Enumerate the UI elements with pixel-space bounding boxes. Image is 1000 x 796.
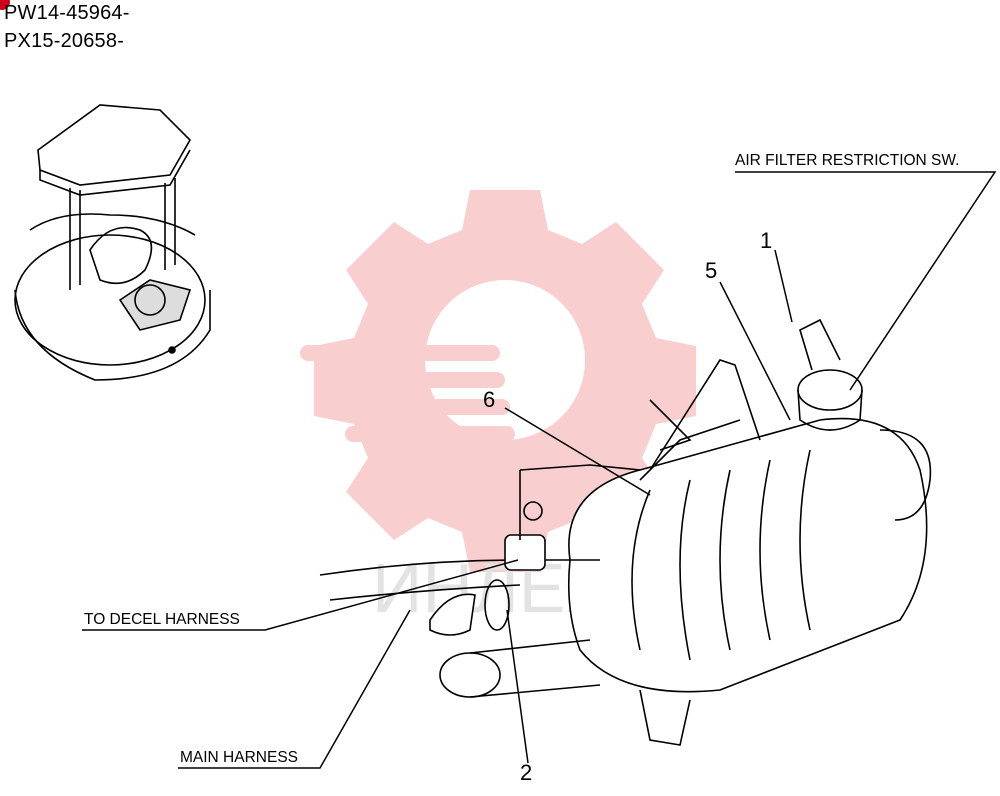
label-main-harness: MAIN HARNESS <box>180 749 298 766</box>
serial-range-2: PX15-20658- <box>4 30 125 52</box>
air-cleaner-assembly <box>319 318 932 746</box>
serial-range-1: PW14-45964- <box>4 2 130 24</box>
part-number-6: 6 <box>483 387 495 412</box>
part-number-2: 2 <box>520 760 532 785</box>
watermark-gear-icon <box>300 190 696 572</box>
leader-lines <box>82 171 997 769</box>
part-number-1: 1 <box>760 228 772 253</box>
corner-marker <box>0 0 10 10</box>
label-air-filter-switch: AIR FILTER RESTRICTION SW. <box>735 152 959 169</box>
machine-thumbnail <box>14 104 211 381</box>
part-number-5: 5 <box>705 258 717 283</box>
label-to-decel-harness: TO DECEL HARNESS <box>84 611 240 628</box>
